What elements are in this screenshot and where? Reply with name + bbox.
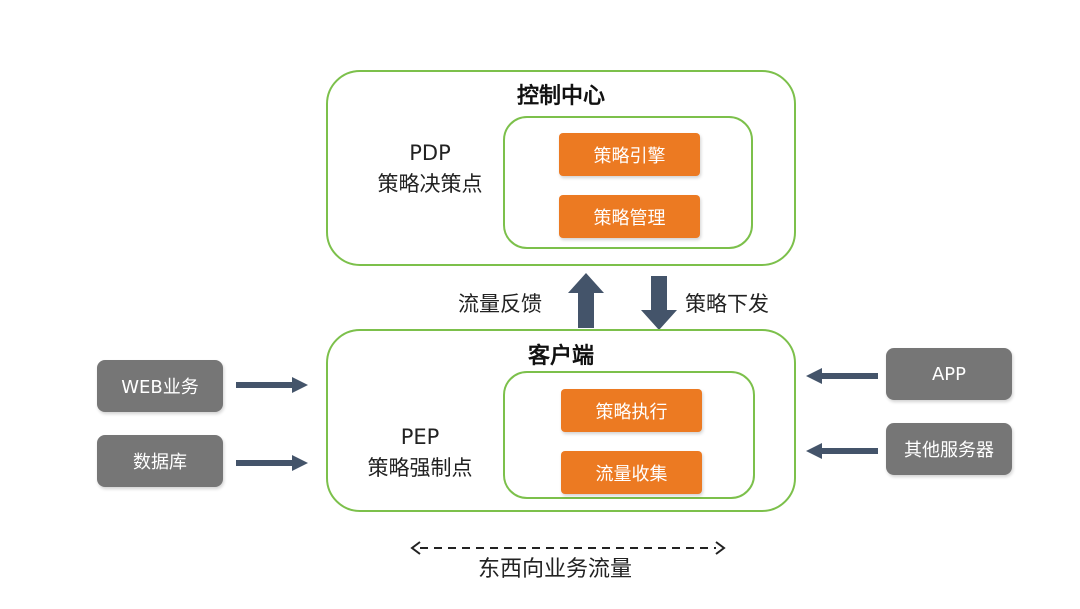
- pdp-abbr: PDP: [409, 141, 451, 165]
- policy-dispatch-label: 策略下发: [685, 292, 769, 316]
- policy-engine-module: 策略引擎: [559, 133, 700, 176]
- policy-execution-module: 策略执行: [561, 389, 702, 432]
- web-to-client-arrow: [236, 377, 308, 393]
- east-west-dashed-arrow: [410, 541, 726, 555]
- client-title: 客户端: [527, 344, 594, 369]
- east-west-traffic-label: 东西向业务流量: [478, 557, 633, 582]
- other-servers-source: 其他服务器: [886, 423, 1012, 475]
- database-to-client-arrow: [236, 455, 308, 471]
- pep-abbr: PEP: [400, 425, 440, 449]
- database-source: 数据库: [97, 435, 223, 487]
- flow-feedback-up-arrow: [568, 273, 604, 328]
- flow-feedback-label: 流量反馈: [458, 292, 542, 316]
- policy-management-module: 策略管理: [559, 195, 700, 238]
- web-service-source: WEB业务: [97, 360, 223, 412]
- pdp-name: 策略决策点: [377, 172, 483, 196]
- app-to-client-arrow: [806, 368, 878, 384]
- control-center-title: 控制中心: [516, 84, 605, 109]
- app-source: APP: [886, 348, 1012, 400]
- traffic-collection-module: 流量收集: [561, 451, 702, 494]
- pep-label: PEP 策略强制点: [345, 422, 495, 484]
- pep-name: 策略强制点: [367, 456, 473, 480]
- policy-dispatch-down-arrow: [641, 276, 677, 330]
- pdp-label: PDP 策略决策点: [355, 138, 505, 200]
- other-servers-to-client-arrow: [806, 443, 878, 459]
